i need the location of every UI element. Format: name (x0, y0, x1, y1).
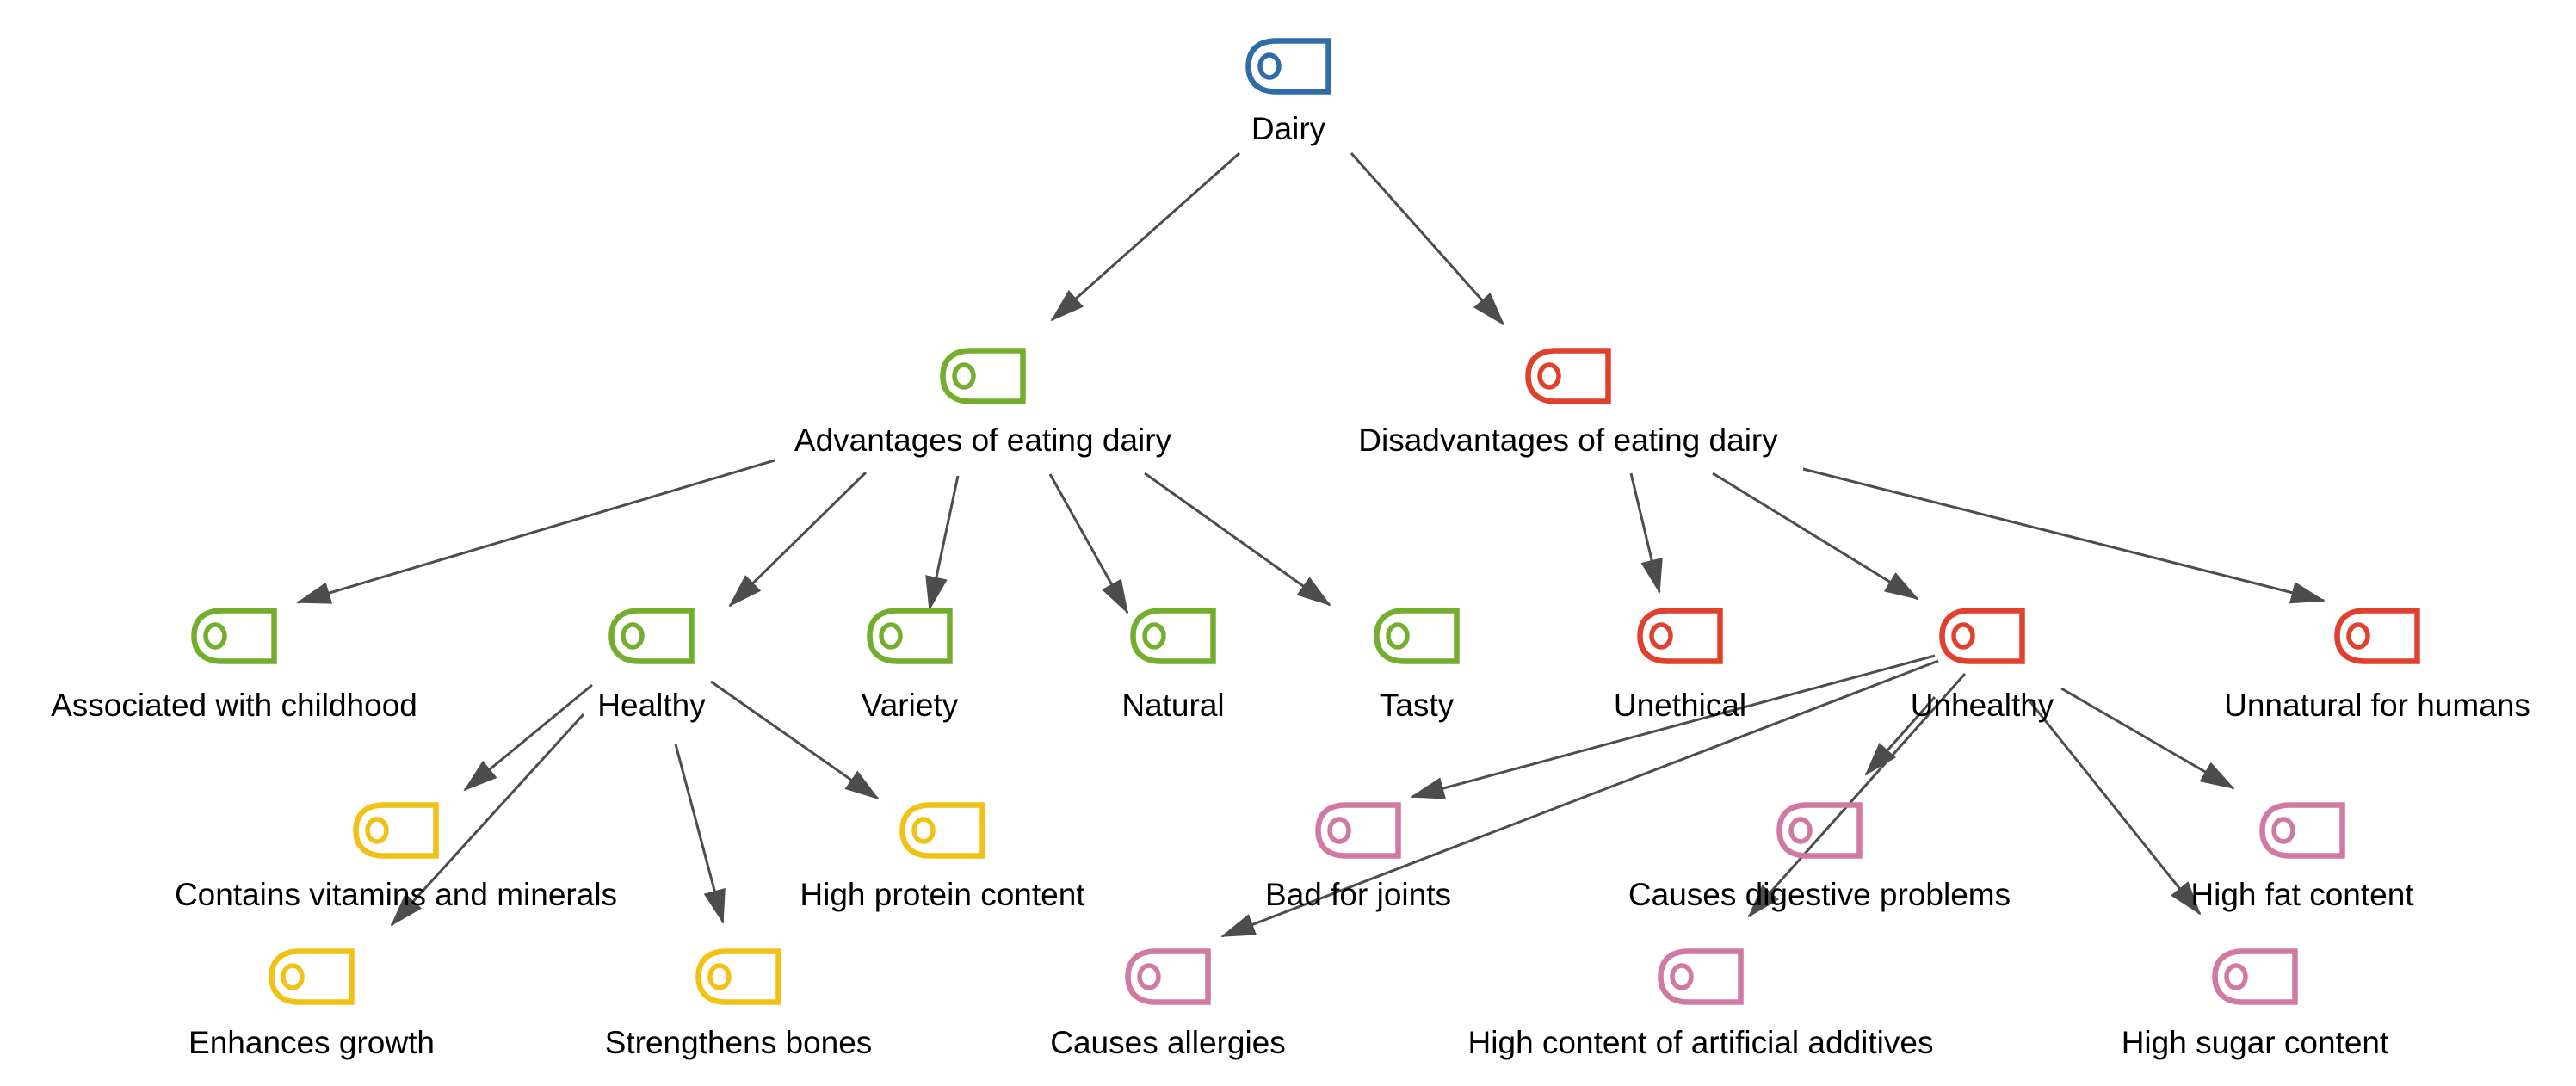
edges-group (296, 151, 2326, 938)
edge-healthy-to-strengthens-bones (674, 744, 726, 924)
node-label: High sugar content (2121, 1025, 2389, 1060)
node-label: Causes digestive problems (1628, 877, 2011, 912)
edge-disadvantages-to-unhealthy (1712, 472, 1919, 601)
edge-unhealthy-to-high-artificial-additives (1747, 673, 1967, 918)
tag-icon (2212, 948, 2298, 1005)
node-label: Variety (861, 688, 959, 723)
node-label: Tasty (1379, 688, 1455, 723)
node-label: Dairy (1251, 111, 1326, 146)
node-label: Unethical (1613, 688, 1747, 723)
edge-healthy-to-enhances-growth (390, 713, 585, 927)
edge-healthy-to-high-protein (710, 680, 880, 800)
tag-icon (1125, 948, 1211, 1005)
edge-unhealthy-to-causes-digestive (1864, 696, 1937, 776)
node-label: Bad for joints (1265, 877, 1451, 912)
tag-icon-ring (2346, 622, 2370, 650)
node-label: Enhances growth (188, 1025, 435, 1060)
tag-icon-ring (1951, 622, 1975, 650)
edge-unhealthy-to-causes-allergies (1220, 659, 1939, 938)
tag-icon (2259, 802, 2345, 859)
tag-icon (940, 348, 1026, 404)
tag-icon-ring (1257, 52, 1282, 80)
tag-icon-ring (365, 817, 389, 844)
node-label: Advantages of eating dairy (794, 423, 1172, 458)
node-label: High content of artificial additives (1467, 1025, 1934, 1060)
edge-healthy-to-contains-vitamins (463, 683, 593, 792)
tag-icon-ring (952, 362, 976, 390)
tag-icon-ring (1327, 817, 1351, 844)
tag-icon-ring (1537, 362, 1561, 390)
edge-unhealthy-to-high-sugar (2026, 698, 2202, 916)
edge-dairy-to-disadvantages (1350, 152, 1505, 326)
node-label: High protein content (800, 877, 1085, 912)
tag-icon (608, 608, 695, 664)
tag-icon-ring (879, 622, 903, 650)
tag-icon (1525, 348, 1611, 404)
tag-icon (353, 802, 439, 859)
tag-icon (1658, 948, 1744, 1005)
tag-icon (1374, 608, 1460, 664)
edge-dairy-to-advantages (1050, 151, 1240, 322)
tag-icon-ring (1137, 963, 1161, 990)
edge-unhealthy-to-high-fat (2060, 687, 2235, 790)
node-label: Natural (1121, 688, 1225, 723)
tag-icon-ring (1788, 817, 1813, 844)
node-label: Disadvantages of eating dairy (1358, 423, 1778, 458)
tag-icon-ring (621, 622, 645, 650)
tag-icon (1637, 608, 1723, 664)
tag-icon (1245, 38, 1331, 95)
edge-unhealthy-to-bad-for-joints (1410, 654, 1936, 799)
node-label: Unnatural for humans (2224, 688, 2530, 723)
tag-icon (899, 802, 985, 859)
node-label: Strengthens bones (604, 1025, 873, 1060)
tag-icon-ring (281, 963, 305, 990)
tag-icon-ring (2271, 817, 2295, 844)
edge-advantages-to-associated-with-childhood (296, 459, 775, 604)
tag-icon (867, 608, 953, 664)
tag-icon (1130, 608, 1216, 664)
tag-icon (269, 948, 355, 1005)
tag-icon-ring (203, 622, 227, 650)
tag-icon-ring (707, 963, 732, 990)
tag-icon-ring (1649, 622, 1673, 650)
edge-disadvantages-to-unnatural-for-humans (1802, 467, 2326, 604)
tag-icon (191, 608, 277, 664)
tag-icon (1939, 608, 2025, 664)
node-label: Healthy (597, 688, 706, 723)
tag-icon-ring (2224, 963, 2248, 990)
node-label: Unhealthy (1910, 688, 2054, 723)
node-label: Contains vitamins and minerals (174, 877, 618, 912)
edge-advantages-to-natural (1048, 473, 1129, 614)
node-label: High fat content (2190, 877, 2414, 912)
tag-icon-ring (1142, 622, 1166, 650)
edge-disadvantages-to-unethical (1629, 472, 1663, 594)
edge-advantages-to-variety (925, 475, 960, 611)
tag-icon-ring (1386, 622, 1410, 650)
edge-advantages-to-healthy (728, 471, 868, 608)
tag-icon (1776, 802, 1863, 859)
tag-icon (2334, 608, 2420, 664)
edge-advantages-to-tasty (1144, 472, 1331, 607)
tag-icon-ring (1670, 963, 1694, 990)
tag-icon (1315, 802, 1401, 859)
node-label: Associated with childhood (51, 688, 417, 723)
node-label: Causes allergies (1050, 1025, 1286, 1060)
tag-icon-ring (911, 817, 936, 844)
tag-icon (695, 948, 781, 1005)
